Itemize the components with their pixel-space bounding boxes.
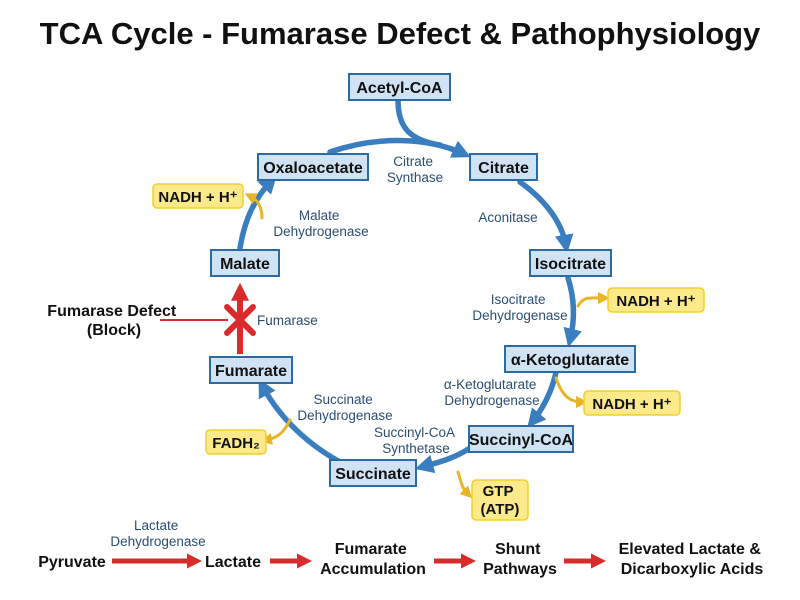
- page-title: TCA Cycle - Fumarase Defect & Pathophysi…: [40, 16, 761, 51]
- enzyme-fumarase: Fumarase: [257, 313, 318, 328]
- node-fumarate: Fumarate: [209, 356, 293, 384]
- node-succinyl-coa-label: Succinyl-CoA: [469, 432, 573, 449]
- node-malate-label: Malate: [220, 256, 270, 273]
- bottom-lactate-dehydrogenase-label: Lactate Dehydrogenase: [110, 518, 205, 549]
- node-acetyl-coa-label: Acetyl-CoA: [356, 80, 443, 97]
- arrow-akg-to-succinylcoa: [527, 369, 559, 428]
- arrow-to-nadh-malate: [244, 193, 264, 220]
- node-succinate: Succinate: [329, 459, 417, 487]
- arrow-succinylcoa-to-succinate: [414, 445, 473, 474]
- arrow-oxaloacetate-to-citrate: [327, 137, 471, 158]
- fumarase-defect-label: Fumarase Defect (Block): [47, 303, 180, 339]
- product-nadh-isocitrate-label: NADH + H⁺: [616, 293, 695, 310]
- enzyme-citrate-synthase: Citrate Synthase: [387, 154, 443, 185]
- product-gtp: GTP (ATP): [471, 479, 529, 521]
- arrow-to-nadh-isocitrate: [576, 291, 610, 308]
- node-citrate: Citrate: [469, 153, 538, 181]
- product-nadh-isocitrate: NADH + H⁺: [607, 287, 705, 313]
- bottom-step-elevated-lactate: Elevated Lactate & Dicarboxylic Acids: [619, 541, 766, 578]
- node-fumarate-label: Fumarate: [215, 363, 287, 380]
- node-succinyl-coa: Succinyl-CoA: [468, 425, 574, 453]
- enzyme-isocitrate-dehydrogenase: Isocitrate Dehydrogenase: [472, 292, 567, 323]
- node-citrate-label: Citrate: [478, 160, 529, 177]
- product-fadh2: FADH₂: [205, 429, 267, 455]
- bottom-step-pyruvate: Pyruvate: [38, 554, 106, 571]
- red-x-icon: [224, 304, 256, 336]
- bottom-step-shunt-pathways: Shunt Pathways: [483, 541, 557, 578]
- product-nadh-malate-label: NADH + H⁺: [158, 189, 237, 206]
- node-alpha-ketoglutarate-label: α-Ketoglutarate: [511, 352, 629, 369]
- enzyme-akg-dehydrogenase: α-Ketoglutarate Dehydrogenase: [444, 377, 540, 408]
- product-nadh-malate: NADH + H⁺: [152, 183, 244, 209]
- product-nadh-akg: NADH + H⁺: [583, 390, 681, 416]
- product-gtp-label: GTP (ATP): [481, 483, 520, 518]
- node-isocitrate-label: Isocitrate: [535, 256, 606, 273]
- fumarase-block: [160, 282, 256, 354]
- arrow-to-nadh-akg: [554, 376, 588, 408]
- product-arrows: [244, 193, 610, 499]
- enzyme-succinate-dehydrogenase: Succinate Dehydrogenase: [297, 392, 392, 423]
- node-alpha-ketoglutarate: α-Ketoglutarate: [504, 345, 636, 373]
- arrow-succinate-to-fumarate: [258, 378, 343, 465]
- cycle-arrows: [237, 97, 582, 474]
- node-isocitrate: Isocitrate: [529, 249, 612, 277]
- enzyme-malate-dehydrogenase: Malate Dehydrogenase: [273, 208, 368, 239]
- node-acetyl-coa: Acetyl-CoA: [348, 73, 451, 101]
- enzyme-succinyl-coa-synthetase: Succinyl-CoA Synthetase: [374, 425, 458, 456]
- product-fadh2-label: FADH₂: [212, 435, 260, 452]
- bottom-step-lactate: Lactate: [205, 554, 261, 571]
- enzyme-aconitase: Aconitase: [478, 210, 537, 225]
- bottom-flow: Lactate Dehydrogenase Pyruvate Lactate F…: [38, 518, 766, 578]
- product-nadh-akg-label: NADH + H⁺: [592, 396, 671, 413]
- arrow-malate-to-oxaloacetate: [237, 174, 278, 251]
- arrow-isocitrate-to-akg: [563, 275, 582, 348]
- node-oxaloacetate-label: Oxaloacetate: [263, 160, 363, 177]
- bottom-step-fumarate-accumulation: Fumarate Accumulation: [320, 541, 426, 578]
- arrow-to-gtp: [456, 470, 473, 499]
- arrow-citrate-to-isocitrate: [517, 179, 574, 254]
- arrow-to-fadh2: [260, 418, 292, 445]
- node-oxaloacetate: Oxaloacetate: [257, 153, 369, 181]
- node-malate: Malate: [210, 249, 280, 277]
- node-succinate-label: Succinate: [335, 466, 411, 483]
